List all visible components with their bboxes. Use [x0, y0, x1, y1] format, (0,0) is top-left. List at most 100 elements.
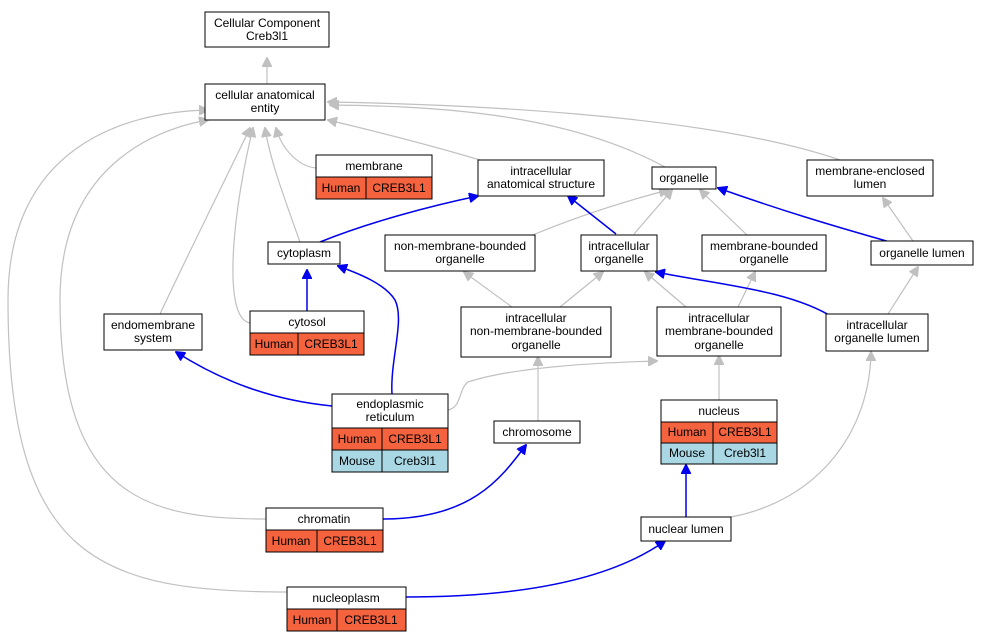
node-box [384, 234, 536, 272]
edge-organelle-to-cae [330, 105, 666, 168]
gene-label: CREB3L1 [344, 613, 398, 627]
node-chromatin[interactable]: chromatin Human CREB3L1 [265, 507, 384, 553]
node-box [267, 241, 341, 265]
edge-cytoplasm-to-ias [319, 196, 478, 243]
species-label: Human [668, 425, 707, 439]
node-label-line: nuclear lumen [648, 522, 723, 536]
gene-label: CREB3L1 [304, 337, 358, 351]
node-membrane[interactable]: membrane Human CREB3L1 [315, 154, 433, 200]
edge-iol-to-io [656, 272, 835, 319]
node-label-line: endoplasmic [356, 397, 423, 411]
edges [7, 58, 918, 598]
edge-imbo-to-io [645, 272, 687, 308]
species-label: Human [338, 432, 377, 446]
node-cytoplasm[interactable]: cytoplasm [267, 241, 341, 265]
gene-cell-human [316, 529, 384, 553]
node-membrane-enclosed-lumen[interactable]: membrane-enclosed lumen [806, 159, 934, 197]
node-intracellular-non-membrane-bounded-organelle[interactable]: intracellular non-membrane-bounded organ… [460, 306, 612, 358]
node-label-line: Creb3l1 [246, 29, 288, 43]
node-label-line: Cellular Component [214, 16, 321, 30]
node-box [651, 166, 717, 190]
node-label-line: non-membrane-bounded [470, 324, 602, 338]
gene-label: CREB3L1 [323, 534, 377, 548]
gene-cell-human [365, 176, 433, 200]
node-box [806, 159, 934, 197]
node-endoplasmic-reticulum[interactable]: endoplasmic reticulum Human CREB3L1 Mous… [331, 393, 449, 473]
gene-cell-human [336, 608, 407, 632]
node-label-line: organelle lumen [834, 331, 919, 345]
node-intracellular-organelle-lumen[interactable]: intracellular organelle lumen [825, 313, 929, 352]
node-intracellular-membrane-bounded-organelle[interactable]: intracellular membrane-bounded organelle [656, 306, 782, 357]
node-cellular-anatomical-entity[interactable]: cellular anatomical entity [204, 83, 326, 121]
node-nucleoplasm[interactable]: nucleoplasm Human CREB3L1 [286, 586, 407, 632]
node-non-membrane-bounded-organelle[interactable]: non-membrane-bounded organelle [384, 234, 536, 272]
node-label-line: reticulum [366, 410, 415, 424]
edge-chromatin-to-cae [59, 120, 267, 520]
node-intracellular-organelle[interactable]: intracellular organelle [580, 234, 658, 272]
edge-nucleoplasm-to-nl [405, 541, 665, 598]
node-label-line: membrane-enclosed [815, 164, 924, 178]
node-label-line: intracellular [846, 318, 907, 332]
node-box [656, 306, 782, 357]
node-label-line: organelle [594, 252, 644, 266]
node-label-line: endomembrane [111, 318, 195, 332]
gene-label: CREB3L1 [372, 181, 426, 195]
node-cytosol[interactable]: cytosol Human CREB3L1 [249, 310, 365, 356]
node-label-line: intracellular [510, 164, 571, 178]
node-label-line: intracellular [688, 311, 749, 325]
node-label-line: intracellular [505, 311, 566, 325]
species-label: Mouse [339, 454, 375, 468]
gene-label: CREB3L1 [718, 425, 772, 439]
edge-chromatin-to-chromosome [382, 445, 526, 520]
node-box [204, 11, 330, 48]
gene-label: Creb3l1 [724, 446, 766, 460]
node-cellular-component-creb3l1[interactable]: Cellular Component Creb3l1 [204, 11, 330, 48]
node-label-line: non-membrane-bounded [394, 239, 526, 253]
gene-cell-mouse [381, 449, 449, 473]
species-label: Human [322, 181, 361, 195]
node-label-line: organelle lumen [879, 246, 964, 260]
edge-er-to-ems [176, 352, 333, 407]
node-label-line: organelle [694, 338, 744, 352]
node-label-line: organelle [739, 252, 789, 266]
species-label: Human [255, 337, 294, 351]
node-label-line: membrane-bounded [710, 239, 818, 253]
node-membrane-bounded-organelle[interactable]: membrane-bounded organelle [701, 234, 827, 272]
species-label: Mouse [669, 446, 705, 460]
node-label-line: cytosol [288, 315, 325, 329]
edge-cytosol-to-cae [232, 128, 253, 324]
gene-label: CREB3L1 [388, 432, 442, 446]
node-label-line: organelle [435, 252, 485, 266]
edge-nl-to-iol [730, 352, 871, 518]
node-organelle[interactable]: organelle [651, 166, 717, 190]
species-label: Human [272, 534, 311, 548]
node-label-line: intracellular [588, 239, 649, 253]
node-box [580, 234, 658, 272]
node-nucleus[interactable]: nucleus Human CREB3L1 Mouse Creb3l1 [660, 399, 778, 465]
edge-ol-to-organelle [718, 188, 891, 243]
node-label-line: organelle [511, 338, 561, 352]
node-box [640, 516, 732, 542]
gene-cell-mouse [712, 442, 778, 465]
node-box [204, 83, 326, 121]
nodes: Cellular Component Creb3l1 cellular anat… [103, 11, 974, 632]
edge-mbo-to-organelle [700, 190, 748, 236]
node-box [460, 306, 612, 358]
node-endomembrane-system[interactable]: endomembrane system [103, 313, 203, 351]
node-label-line: anatomical structure [487, 177, 595, 191]
node-label-line: nucleus [698, 404, 739, 418]
edge-mel-to-cae [328, 102, 841, 161]
node-intracellular-anatomical-structure[interactable]: intracellular anatomical structure [477, 159, 605, 197]
edge-inmbo-to-io [559, 272, 603, 308]
node-organelle-lumen[interactable]: organelle lumen [870, 240, 974, 266]
edge-cytoplasm-to-cae [265, 128, 301, 243]
node-box [331, 393, 449, 429]
edge-iol-to-ol [887, 267, 918, 315]
node-box [477, 159, 605, 197]
node-box [493, 420, 581, 444]
node-chromosome[interactable]: chromosome [493, 420, 581, 444]
node-box [870, 240, 974, 266]
node-label-line: organelle [659, 171, 709, 185]
node-nuclear-lumen[interactable]: nuclear lumen [640, 516, 732, 542]
